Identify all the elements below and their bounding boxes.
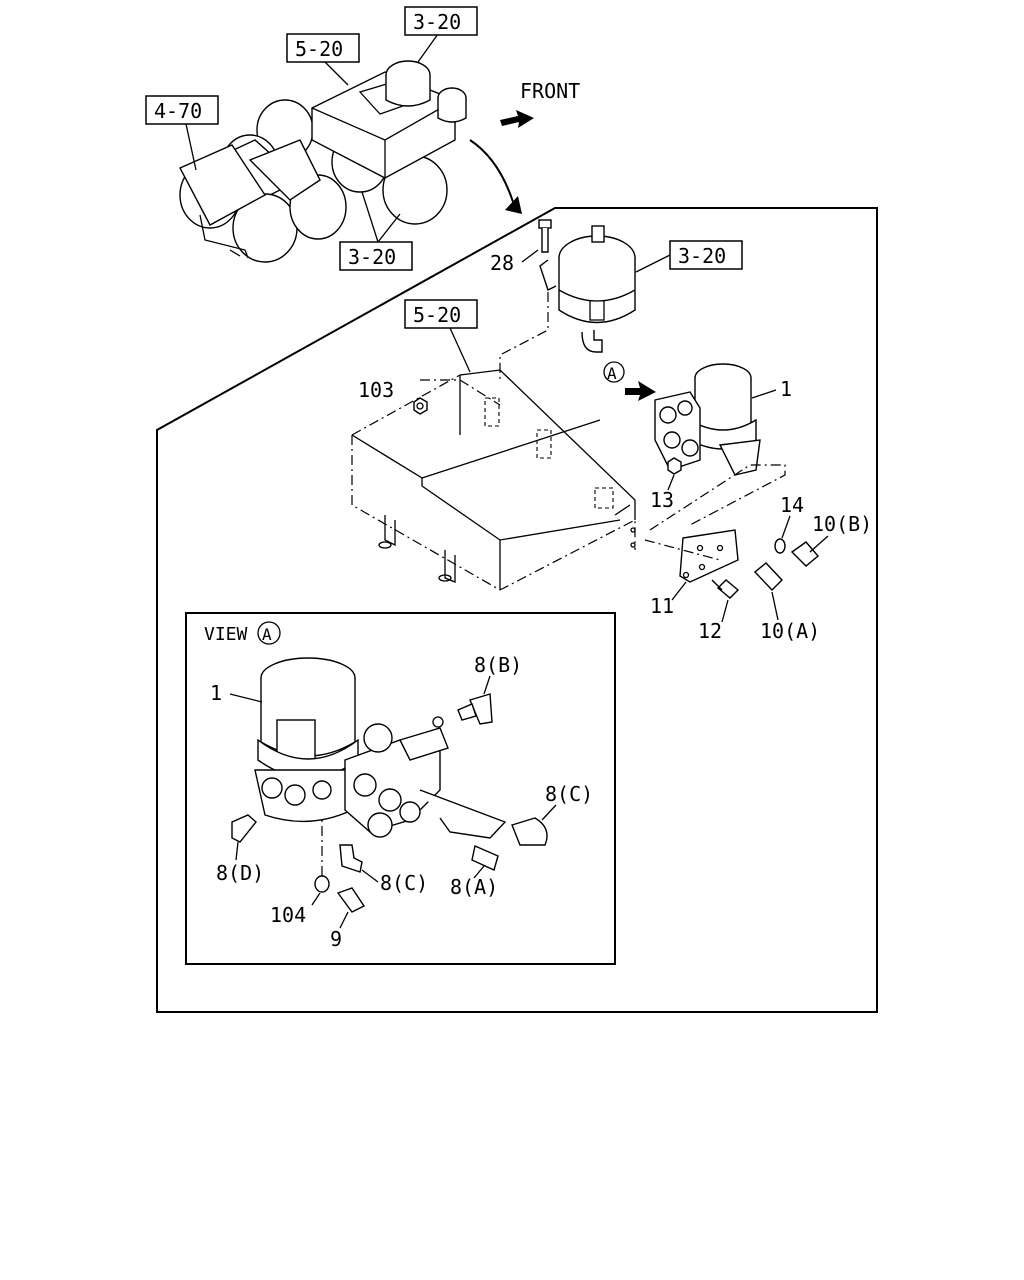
detail-frame [156,207,878,1013]
label-13: 13 [650,488,674,512]
label-28: 28 [490,251,514,275]
view-label: VIEW [204,624,248,645]
label-12: 12 [698,619,722,643]
label-v104: 104 [270,903,306,927]
label-v8c-mid: 8(C) [380,871,428,895]
plug-9 [336,887,366,913]
view-label-marker: A [257,621,281,645]
svg-text:4-70: 4-70 [154,99,202,123]
filter-canister [539,225,636,353]
view-a-frame [185,612,616,965]
front-arrow [500,110,534,128]
view-air-dryer [254,657,507,839]
svg-text:3-20: 3-20 [678,244,726,268]
label-v8c-right: 8(C) [545,782,593,806]
label-10a: 10(A) [760,619,820,643]
svg-text:3-20: 3-20 [413,10,461,34]
bolt-28 [538,219,552,253]
label-v8d: 8(D) [216,861,264,885]
nut-103 [413,397,428,415]
label-10b: 10(B) [812,512,872,536]
fitting-8b [457,693,493,725]
label-14: 14 [780,493,804,517]
ref-box-3-20-top: 3-20 [404,6,478,36]
nut-13 [667,457,682,475]
ref-box-4-70: 4-70 [145,95,219,125]
svg-text:5-20: 5-20 [413,303,461,327]
curved-arrow-head [505,196,522,214]
bolt-12 [711,579,740,599]
svg-text:A: A [262,625,272,644]
ref-box-3-20-tanks: 3-20 [339,241,413,271]
fitting-8c-mid [339,844,363,873]
view-a-arrow [625,381,656,401]
ref-box-3-20-dryer: 3-20 [669,240,743,270]
washer-14 [774,538,786,554]
bracket-11 [679,529,739,583]
fitting-8a [471,845,499,871]
fitting-8c-right [511,817,548,846]
label-v9: 9 [330,927,342,951]
label-103: 103 [358,378,394,402]
label-v8a: 8(A) [450,875,498,899]
label-v1: 1 [210,681,222,705]
label-11: 11 [650,594,674,618]
label-1: 1 [780,377,792,401]
ref-box-5-20-tray: 5-20 [404,299,478,329]
battery-tray [351,369,636,591]
washer-104 [314,875,330,893]
svg-text:A: A [607,364,617,383]
svg-text:5-20: 5-20 [295,37,343,61]
svg-text:3-20: 3-20 [348,245,396,269]
overview-assembly [179,60,467,263]
air-dryer-assembly [654,363,761,476]
bolt-10a [753,562,783,592]
label-v8b: 8(B) [474,653,522,677]
bolt-10b [790,541,819,567]
ref-box-5-20-top: 5-20 [286,33,360,63]
fitting-8d [231,814,257,843]
front-label: FRONT [520,79,580,103]
view-a-marker: A [603,361,625,383]
